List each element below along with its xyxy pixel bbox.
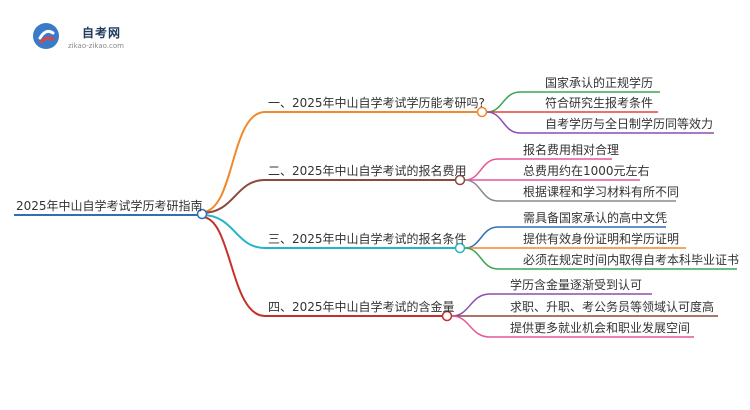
leaf-node-3-2[interactable]: 提供有效身份证明和学历证明 [523,232,680,246]
leaf-node-4-2[interactable]: 求职、升职、考公务员等领域认可度高 [510,300,715,314]
edge-b2-c1 [464,158,612,181]
branch-node-4[interactable]: 四、2025年中山自学考试的含金量 [268,300,455,314]
logo-title: 自考网 [82,26,122,40]
edge-b3-c1 [464,226,666,249]
leaf-node-4-3[interactable]: 提供更多就业机会和职业发展空间 [510,321,691,335]
branch-4-junction-dot [441,310,453,322]
leaf-node-4-1[interactable]: 学历含金量逐渐受到认可 [510,278,643,292]
branch-3-junction-dot [454,242,466,254]
leaf-node-2-1[interactable]: 报名费用相对合理 [523,143,620,157]
edge-b4-c3 [451,315,694,338]
edge-b2-c3 [464,179,676,202]
leaf-node-2-2[interactable]: 总费用约在1000元左右 [523,164,650,178]
edge-root-branch-4 [201,216,266,317]
leaf-node-1-1[interactable]: 国家承认的正规学历 [545,76,654,90]
logo-url: zikao-zikao.com [68,42,124,50]
root-node[interactable]: 2025年中山自学考试学历考研指南 [16,199,203,213]
edge-b3-c3 [464,247,737,270]
edge-root-branch-3 [201,214,266,249]
branch-1-junction-dot [476,106,488,118]
leaf-node-3-3[interactable]: 必须在规定时间内取得自考本科毕业证书 [523,253,740,267]
edge-root-branch-1 [201,111,266,213]
branch-2-junction-dot [454,174,466,186]
edge-b1-c3 [486,111,714,134]
edge-b4-c1 [451,293,652,317]
branch-node-2[interactable]: 二、2025年中山自学考试的报名费用 [268,164,467,178]
leaf-node-3-1[interactable]: 需具备国家承认的高中文凭 [523,211,668,225]
branch-node-1[interactable]: 一、2025年中山自学考试学历能考研吗? [268,96,485,110]
root-junction-dot [196,208,208,220]
logo-icon [33,23,59,49]
leaf-node-1-2[interactable]: 符合研究生报考条件 [545,96,654,110]
leaf-node-2-3[interactable]: 根据课程和学习材料有所不同 [523,185,680,199]
branch-node-3[interactable]: 三、2025年中山自学考试的报名条件 [268,232,467,246]
site-logo[interactable]: 自考网 zikao-zikao.com [32,20,142,52]
leaf-node-1-3[interactable]: 自考学历与全日制学历同等效力 [545,117,714,131]
edge-root-branch-2 [201,179,266,214]
